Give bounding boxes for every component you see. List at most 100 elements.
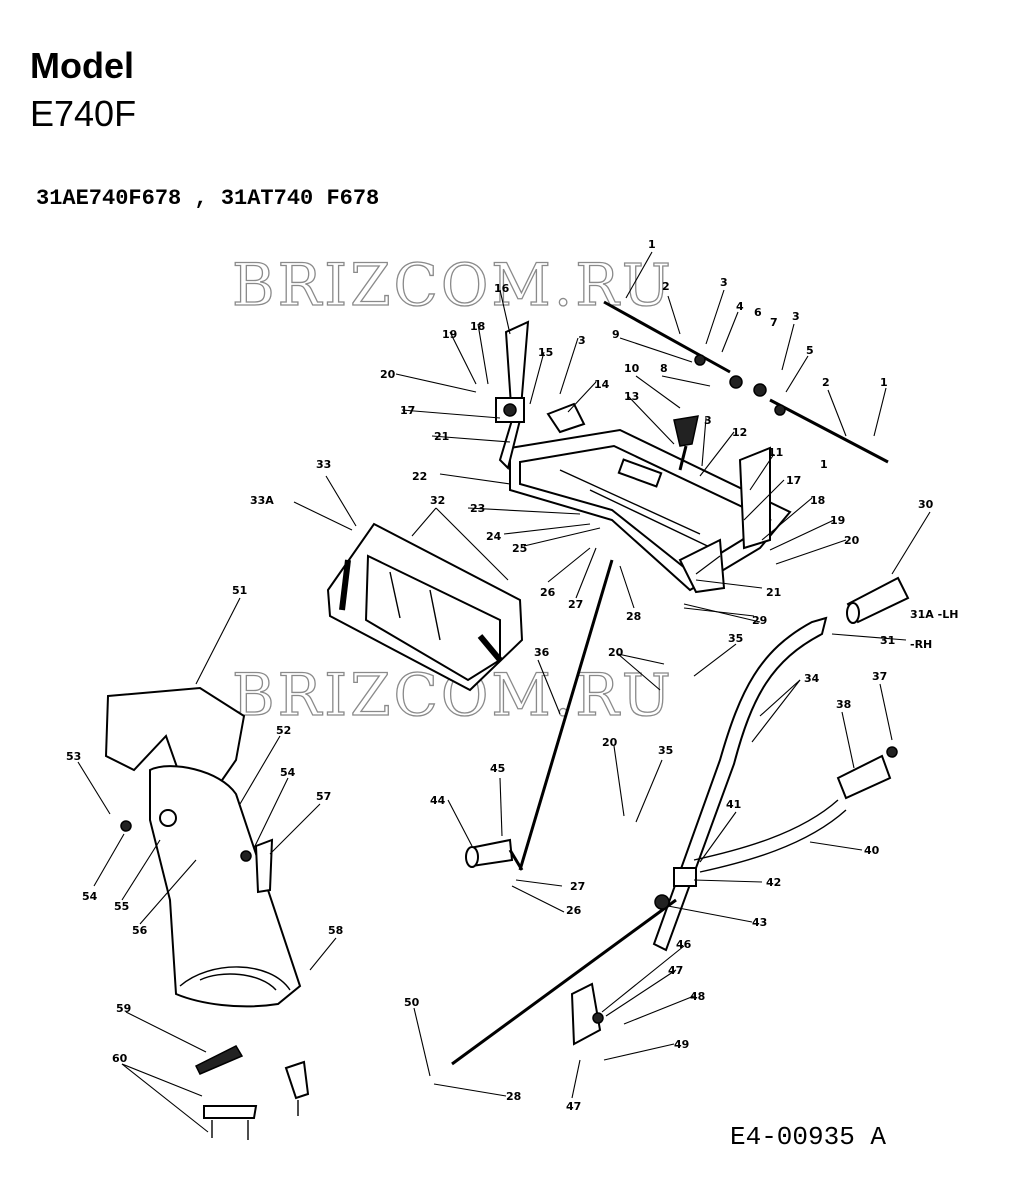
callout-54: 54 — [280, 766, 296, 779]
callout-26: 26 — [540, 586, 556, 599]
callout-54: 54 — [82, 890, 98, 903]
callout-11: 11 — [768, 446, 783, 459]
callout-47: 47 — [566, 1100, 581, 1113]
callout-60: 60 — [112, 1052, 128, 1065]
handle-tubes — [652, 616, 898, 952]
callout-25: 25 — [512, 542, 527, 555]
callout-56: 56 — [132, 924, 148, 937]
callout-21: 21 — [766, 586, 781, 599]
callout-53: 53 — [66, 750, 81, 763]
callout-3: 3 — [578, 334, 586, 347]
control-panel-frame — [509, 428, 792, 594]
callout-27: 27 — [568, 598, 583, 611]
callout-15: 15 — [538, 346, 553, 359]
callout-27: 27 — [570, 880, 585, 893]
callout-30: 30 — [918, 498, 934, 511]
callout-18: 18 — [810, 494, 825, 507]
callout-31: 31 — [880, 634, 895, 647]
callout-59: 59 — [116, 1002, 131, 1015]
callout-20: 20 — [380, 368, 396, 381]
callout-33: 33 — [316, 458, 331, 471]
discharge-chute — [104, 686, 302, 1008]
page-title: Model — [30, 45, 134, 86]
diagram-code: E4-00935 A — [730, 1122, 887, 1152]
lower-bracket — [570, 982, 604, 1046]
callout-18: 18 — [470, 320, 485, 333]
callout-31a-lh: 31A -LH — [910, 608, 958, 621]
callout-58: 58 — [328, 924, 343, 937]
callout-13: 13 — [624, 390, 639, 403]
callout-16: 16 — [494, 282, 510, 295]
chute-mounting-hardware — [194, 1045, 310, 1140]
chute-deflector-housing — [326, 522, 524, 692]
leader-lines — [77, 251, 931, 1133]
callout-41: 41 — [726, 798, 741, 811]
callout-34: 34 — [804, 672, 820, 685]
callout-46: 46 — [676, 938, 692, 951]
callout-28: 28 — [626, 610, 641, 623]
callout-rh: -RH — [910, 638, 932, 651]
callout-35: 35 — [728, 632, 743, 645]
bracket — [546, 402, 586, 434]
callout-2: 2 — [822, 376, 830, 389]
part-numbers: 31AE740F678 , 31AT740 F678 — [36, 186, 380, 211]
callout-52: 52 — [276, 724, 291, 737]
callout-29: 29 — [752, 614, 767, 627]
callout-9: 9 — [612, 328, 620, 341]
callout-5: 5 — [806, 344, 814, 357]
callout-45: 45 — [490, 762, 505, 775]
callout-36: 36 — [534, 646, 550, 659]
callout-57: 57 — [316, 790, 331, 803]
callout-2: 2 — [662, 280, 670, 293]
callout-19: 19 — [830, 514, 845, 527]
callout-50: 50 — [404, 996, 420, 1009]
callout-35: 35 — [658, 744, 673, 757]
callout-51: 51 — [232, 584, 247, 597]
callout-21: 21 — [434, 430, 449, 443]
callout-1: 1 — [648, 238, 656, 251]
callout-42: 42 — [766, 876, 781, 889]
callout-7: 7 — [770, 316, 778, 329]
callout-17: 17 — [400, 404, 415, 417]
control-rods — [603, 300, 889, 464]
callout-33a: 33A — [250, 494, 274, 507]
callout-47: 47 — [668, 964, 683, 977]
callout-43: 43 — [752, 916, 767, 929]
callout-40: 40 — [864, 844, 880, 857]
callout-8: 8 — [660, 362, 668, 375]
shift-rods — [451, 559, 697, 1066]
callout-48: 48 — [690, 990, 705, 1003]
callout-20: 20 — [608, 646, 624, 659]
callout-17: 17 — [786, 474, 801, 487]
callout-14: 14 — [594, 378, 610, 391]
callout-26: 26 — [566, 904, 582, 917]
control-knob — [673, 415, 699, 471]
callout-1: 1 — [820, 458, 828, 471]
callout-3: 3 — [720, 276, 728, 289]
callout-44: 44 — [430, 794, 446, 807]
callout-20: 20 — [602, 736, 618, 749]
callout-28: 28 — [506, 1090, 521, 1103]
callout-32: 32 — [430, 494, 445, 507]
watermark-top: BRIZCOM.RU — [232, 251, 674, 319]
callout-38: 38 — [836, 698, 851, 711]
callout-labels: 1 1 1 2 2 3 3 3 3 4 5 6 7 8 9 10 11 12 1… — [66, 238, 958, 1113]
callout-22: 22 — [412, 470, 427, 483]
model-name: E740F — [30, 93, 137, 134]
callout-3: 3 — [792, 310, 800, 323]
handle-grip — [846, 576, 910, 624]
callout-19: 19 — [442, 328, 457, 341]
callout-4: 4 — [736, 300, 744, 313]
callout-10: 10 — [624, 362, 640, 375]
callout-20: 20 — [844, 534, 860, 547]
callout-6: 6 — [754, 306, 762, 319]
callout-12: 12 — [732, 426, 747, 439]
callout-3: 3 — [704, 414, 712, 427]
crank-handle — [465, 838, 524, 871]
callout-23: 23 — [470, 502, 485, 515]
callout-24: 24 — [486, 530, 502, 543]
callout-49: 49 — [674, 1038, 689, 1051]
callout-1: 1 — [880, 376, 888, 389]
